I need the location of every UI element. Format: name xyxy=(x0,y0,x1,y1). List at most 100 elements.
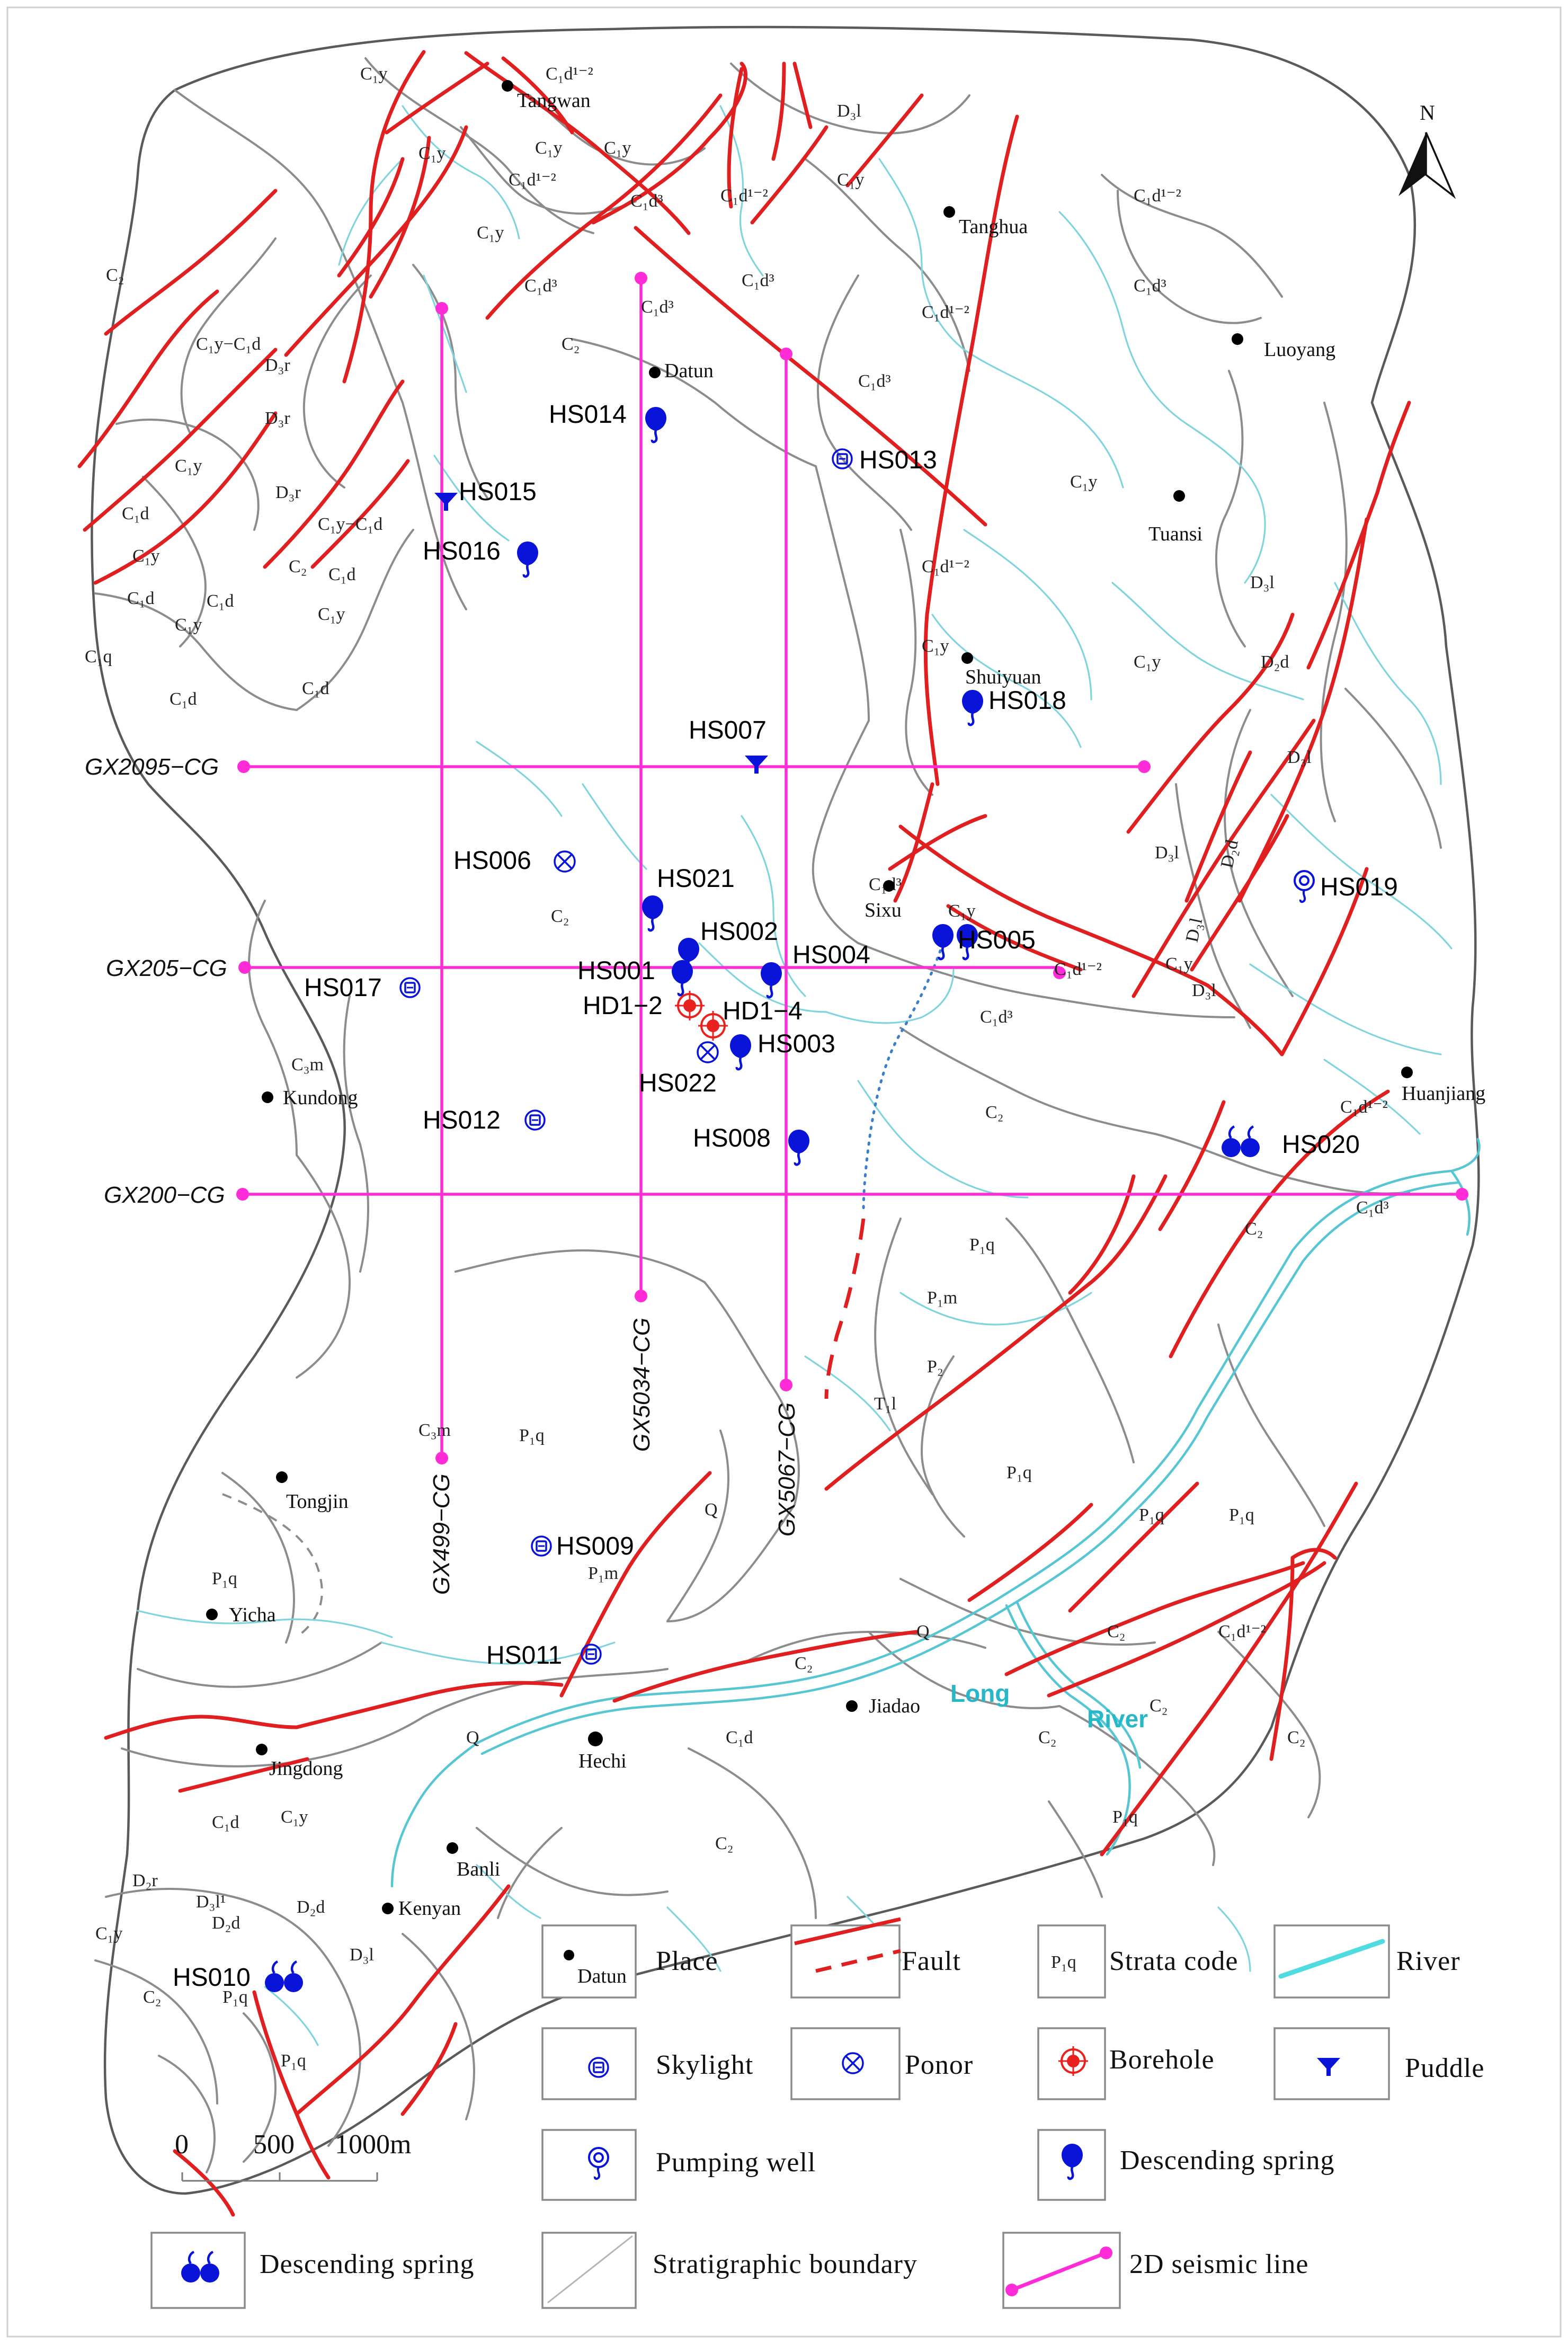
legend-place: Datun Place xyxy=(541,1924,718,1999)
faults xyxy=(77,50,1411,2217)
feature-hs019: HS019 xyxy=(1294,870,1398,903)
svg-text:C₂: C₂ xyxy=(562,334,580,354)
svg-text:C₁y: C₁y xyxy=(95,1924,123,1943)
svg-text:HS021: HS021 xyxy=(657,865,735,893)
svg-text:P₁m: P₁m xyxy=(588,1564,618,1583)
inferred-fault xyxy=(824,1218,866,1399)
svg-text:HS009: HS009 xyxy=(556,1532,634,1560)
svg-text:D₃l: D₃l xyxy=(1250,573,1275,592)
svg-text:HD1−4: HD1−4 xyxy=(723,997,803,1025)
svg-text:Kundong: Kundong xyxy=(283,1087,358,1109)
svg-text:D₃l: D₃l xyxy=(1287,748,1312,767)
feature-hs012: HS012 xyxy=(423,1106,546,1134)
feature-hs005: HS005 xyxy=(932,924,1036,959)
svg-text:Jiadao: Jiadao xyxy=(869,1695,920,1717)
place-luoyang: Luoyang xyxy=(1232,333,1335,361)
svg-text:HS017: HS017 xyxy=(304,974,382,1002)
svg-text:Luoyang: Luoyang xyxy=(1264,339,1335,361)
svg-text:C₁d: C₁d xyxy=(328,565,356,584)
feature-hs018: HS018 xyxy=(962,687,1066,725)
scale-label-500: 500 xyxy=(253,2129,295,2160)
svg-text:P₁q: P₁q xyxy=(1229,1505,1254,1525)
svg-text:Skylight: Skylight xyxy=(656,2050,753,2080)
svg-text:D₃l: D₃l xyxy=(350,1945,374,1965)
svg-text:C₁y: C₁y xyxy=(1165,954,1193,974)
feature-hd1-4: HD1−4 xyxy=(697,997,803,1042)
svg-text:C₁y: C₁y xyxy=(175,456,202,476)
svg-text:C₁d: C₁d xyxy=(302,679,329,698)
svg-text:Huanjiang: Huanjiang xyxy=(1402,1082,1485,1105)
legend-strata-code: P₁q Strata code xyxy=(1037,1924,1237,1999)
feature-hs002: HS002 xyxy=(678,918,778,973)
svg-text:P₁q: P₁q xyxy=(1006,1463,1032,1482)
svg-text:D₃l¹: D₃l¹ xyxy=(196,1892,226,1912)
svg-text:C₁d³: C₁d³ xyxy=(630,191,663,211)
svg-text:C₂: C₂ xyxy=(985,1103,1004,1122)
svg-text:HS007: HS007 xyxy=(689,716,767,744)
svg-text:Q: Q xyxy=(916,1622,930,1641)
svg-text:C₁d¹⁻²: C₁d¹⁻² xyxy=(922,557,969,576)
svg-text:Tongjin: Tongjin xyxy=(286,1490,349,1513)
svg-text:C₁y: C₁y xyxy=(1070,472,1098,492)
svg-text:P₁q: P₁q xyxy=(222,1987,248,2007)
svg-text:C₂: C₂ xyxy=(1150,1696,1168,1716)
svg-text:C₁y: C₁y xyxy=(604,138,631,158)
place-sixu: Sixu xyxy=(865,880,902,921)
scale-label-1000: 1000m xyxy=(335,2129,411,2160)
svg-text:D₃r: D₃r xyxy=(265,356,290,375)
svg-text:D₂d: D₂d xyxy=(212,1913,240,1933)
label-gx5034: GX5034−CG xyxy=(629,1318,655,1452)
svg-text:C₁d¹⁻²: C₁d¹⁻² xyxy=(546,64,593,84)
svg-text:HS012: HS012 xyxy=(423,1106,501,1134)
legend-descending-spring: Descending spring xyxy=(1037,2129,1334,2201)
svg-text:HS001: HS001 xyxy=(577,957,655,985)
svg-text:D₂d: D₂d xyxy=(1217,838,1242,870)
feature-hs010: HS010 xyxy=(173,1961,303,1992)
svg-text:C₂: C₂ xyxy=(1107,1622,1126,1641)
svg-text:C₁y−C₁d: C₁y−C₁d xyxy=(318,514,382,534)
svg-text:Tangwan: Tangwan xyxy=(517,90,591,112)
svg-text:HS014: HS014 xyxy=(549,401,627,429)
place-tangwan: Tangwan xyxy=(502,80,591,112)
svg-text:D₃l: D₃l xyxy=(1192,981,1216,1000)
svg-text:HS020: HS020 xyxy=(1282,1131,1360,1159)
svg-text:C₁d: C₁d xyxy=(726,1728,753,1747)
feature-hs006: HS006 xyxy=(453,847,576,875)
svg-text:D₂r: D₂r xyxy=(132,1871,158,1890)
svg-text:HS013: HS013 xyxy=(859,446,937,474)
svg-text:Descending spring: Descending spring xyxy=(1120,2145,1334,2176)
svg-text:HS019: HS019 xyxy=(1320,873,1398,901)
legend-pumping-well: Pumping well xyxy=(541,2129,815,2201)
svg-text:C₁y: C₁y xyxy=(1134,652,1161,672)
svg-text:HS010: HS010 xyxy=(173,1964,251,1992)
place-kundong: Kundong xyxy=(262,1087,358,1109)
svg-text:Fault: Fault xyxy=(902,1946,961,1976)
river-label-long: Long xyxy=(950,1680,1010,1707)
svg-text:D₃r: D₃r xyxy=(275,483,301,502)
place-tuansi: Tuansi xyxy=(1148,490,1202,545)
feature-hs015: HS015 xyxy=(434,478,537,511)
svg-text:C₁d: C₁d xyxy=(122,504,149,523)
svg-text:HS005: HS005 xyxy=(958,926,1036,954)
feature-hs013: HS013 xyxy=(832,446,937,474)
svg-text:Q: Q xyxy=(466,1728,479,1747)
place-markers: Tangwan Tanghua Luoyang Datun Tuansi Shu… xyxy=(206,80,1485,1920)
legend-skylight: Skylight xyxy=(541,2027,753,2100)
feature-hs011: HS011 xyxy=(486,1641,602,1670)
svg-text:P₁q: P₁q xyxy=(1051,1952,1076,1972)
svg-text:Descending spring: Descending spring xyxy=(260,2249,474,2279)
label-gx200: GX200−CG xyxy=(104,1182,225,1208)
svg-text:P₁q: P₁q xyxy=(281,2051,306,2071)
svg-text:C₂: C₂ xyxy=(715,1834,734,1853)
north-arrow: N xyxy=(1398,101,1456,199)
place-shuiyuan: Shuiyuan xyxy=(961,652,1041,688)
svg-text:River: River xyxy=(1396,1946,1460,1976)
svg-text:C₁d¹⁻²: C₁d¹⁻² xyxy=(1340,1097,1388,1117)
svg-text:C₁y: C₁y xyxy=(535,138,563,158)
svg-text:C₂: C₂ xyxy=(551,907,569,926)
feature-hs008: HS008 xyxy=(693,1124,809,1165)
svg-text:C₂: C₂ xyxy=(795,1654,813,1673)
svg-text:P₂: P₂ xyxy=(927,1357,943,1377)
page-frame xyxy=(6,6,1562,2338)
svg-text:C₂: C₂ xyxy=(1245,1219,1263,1239)
